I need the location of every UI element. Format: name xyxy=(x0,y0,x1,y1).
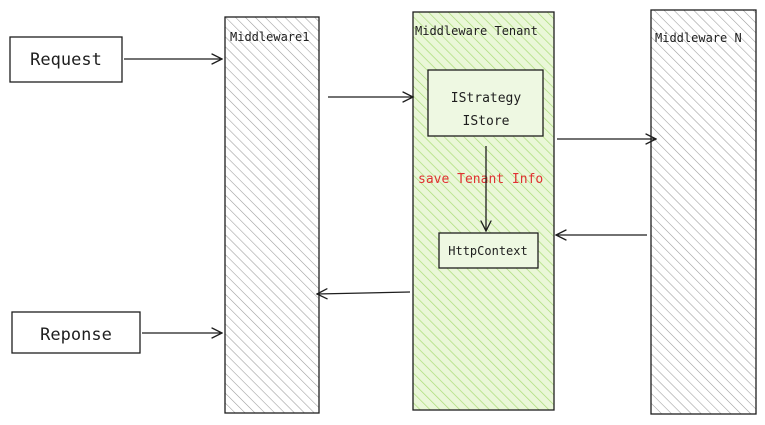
http-context-node: HttpContext xyxy=(438,232,539,269)
response-node: Reponse xyxy=(11,311,141,354)
arrow-tenant-to-middleware1 xyxy=(317,292,411,294)
strategy-store-node: IStrategy IStore xyxy=(427,69,544,137)
middleware1-column: Middleware1 xyxy=(224,16,320,414)
middleware1-label: Middleware1 xyxy=(230,30,309,44)
istore-label: IStore xyxy=(463,114,510,129)
request-label: Request xyxy=(30,50,102,70)
middleware-n-label: Middleware N xyxy=(655,31,742,45)
http-context-label: HttpContext xyxy=(448,244,527,258)
request-node: Request xyxy=(9,36,123,83)
save-tenant-info-annotation: save Tenant Info xyxy=(418,172,543,187)
middleware-n-column: Middleware N xyxy=(650,9,757,415)
response-label: Reponse xyxy=(40,325,112,345)
istrategy-label: IStrategy xyxy=(451,91,522,106)
middleware-tenant-label: Middleware Tenant xyxy=(415,24,538,38)
